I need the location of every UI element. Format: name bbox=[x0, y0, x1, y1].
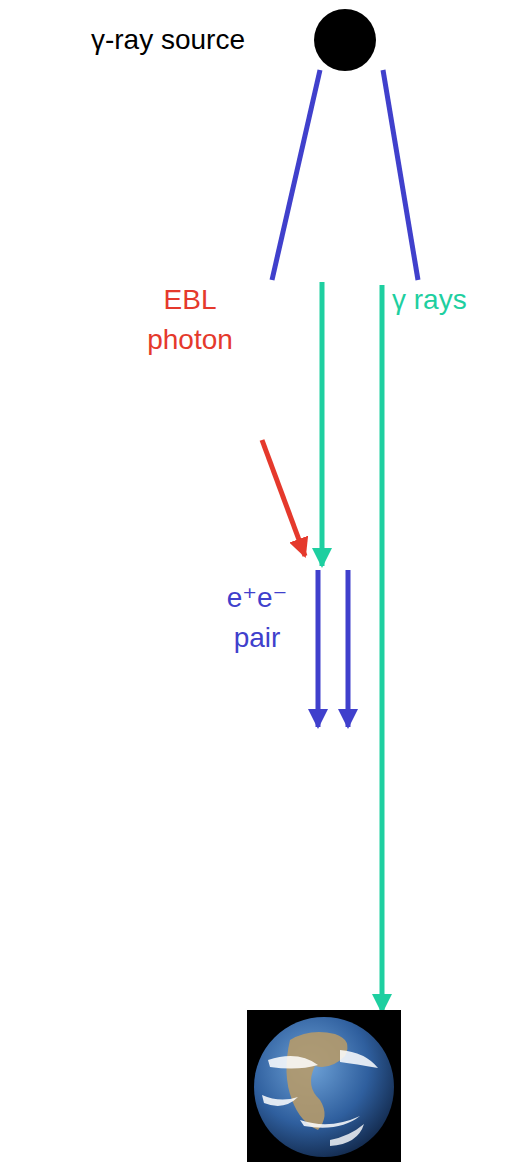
earth-image bbox=[247, 1010, 401, 1162]
source-circle bbox=[313, 8, 377, 72]
source-label: γ-ray source bbox=[91, 20, 245, 60]
source-node: γ-ray source bbox=[313, 8, 377, 72]
annotation-label: EBL photon bbox=[122, 280, 258, 360]
annotation-label: γ rays bbox=[392, 280, 510, 320]
cone-line bbox=[383, 70, 418, 280]
source-circle bbox=[314, 9, 376, 71]
photon-arrow bbox=[262, 440, 305, 556]
cone-line bbox=[272, 70, 320, 280]
pair-arrow bbox=[316, 570, 321, 727]
gamma-ray-arrow bbox=[380, 285, 385, 1012]
gamma-ray-arrow bbox=[320, 282, 325, 566]
annotation-label: e⁺e⁻ pair bbox=[214, 578, 300, 658]
pair-arrow bbox=[346, 570, 351, 727]
